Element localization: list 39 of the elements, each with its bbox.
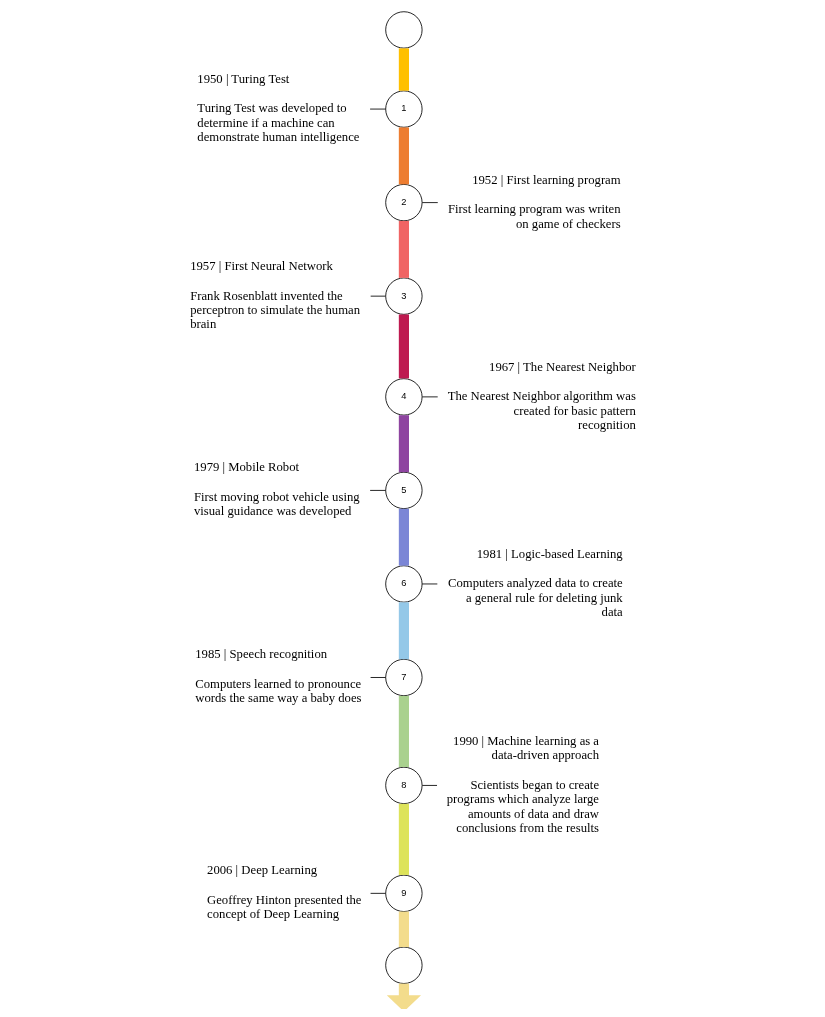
- connector: [421, 396, 438, 398]
- node-text: 1985 | Speech recognition Computers learned to pronounce words the same way a baby does: [194, 647, 362, 706]
- connector: [369, 677, 386, 678]
- connector: [369, 490, 386, 491]
- connector: [398, 127, 409, 185]
- node-text: 1950 | Turing Test Turing Test was developed to determine if a machine can demonstrate human intelligence: [196, 71, 359, 145]
- connector: [369, 108, 386, 110]
- connector: [398, 415, 409, 473]
- node-circle: 8: [384, 766, 423, 805]
- connector: [421, 583, 438, 585]
- connector: [398, 314, 409, 379]
- connector: [369, 295, 386, 297]
- node-circle: [384, 11, 423, 49]
- connector: [398, 220, 409, 278]
- node-text: 1979 | Mobile Robot First moving robot vehicle using visual guidance was developed: [193, 460, 360, 519]
- connector: [398, 508, 409, 566]
- node-circle: 2: [384, 184, 423, 222]
- node-circle: 4: [384, 378, 423, 416]
- node-text: 1990 | Machine learning as a data-driven approach Scientists began to create programs which analyze large amounts of data and draw conclusions from the results: [446, 733, 599, 835]
- node-text: 1967 | The Nearest Neighbor The Nearest Neighbor algorithm was created for basic pattern recognition: [447, 359, 636, 433]
- connector: [369, 892, 386, 894]
- node-text: 1981 | Logic-based Learning Computers analyzed data to create a general rule for deleting junk data: [447, 546, 623, 620]
- node-circle: 5: [384, 471, 423, 510]
- connector: [398, 911, 409, 948]
- node-circle: [384, 946, 423, 984]
- node-text: 1957 | First Neural Network Frank Rosenblatt invented the perceptron to simulate the human brain: [189, 258, 360, 332]
- connector: [398, 695, 409, 767]
- node-circle: 9: [384, 874, 423, 912]
- node-circle: 3: [384, 277, 423, 315]
- node-text: 1952 | First learning program First learning program was writen on game of checkers: [447, 172, 621, 231]
- node-circle: 1: [384, 90, 423, 128]
- connector: [398, 803, 409, 875]
- connector: [421, 202, 438, 204]
- connector: [398, 48, 409, 91]
- node-circle: 6: [384, 565, 423, 603]
- node-text: 2006 | Deep Learning Geoffrey Hinton presented the concept of Deep Learning: [206, 863, 362, 922]
- connector: [398, 602, 409, 660]
- connector: [421, 785, 437, 786]
- node-circle: 7: [384, 658, 423, 697]
